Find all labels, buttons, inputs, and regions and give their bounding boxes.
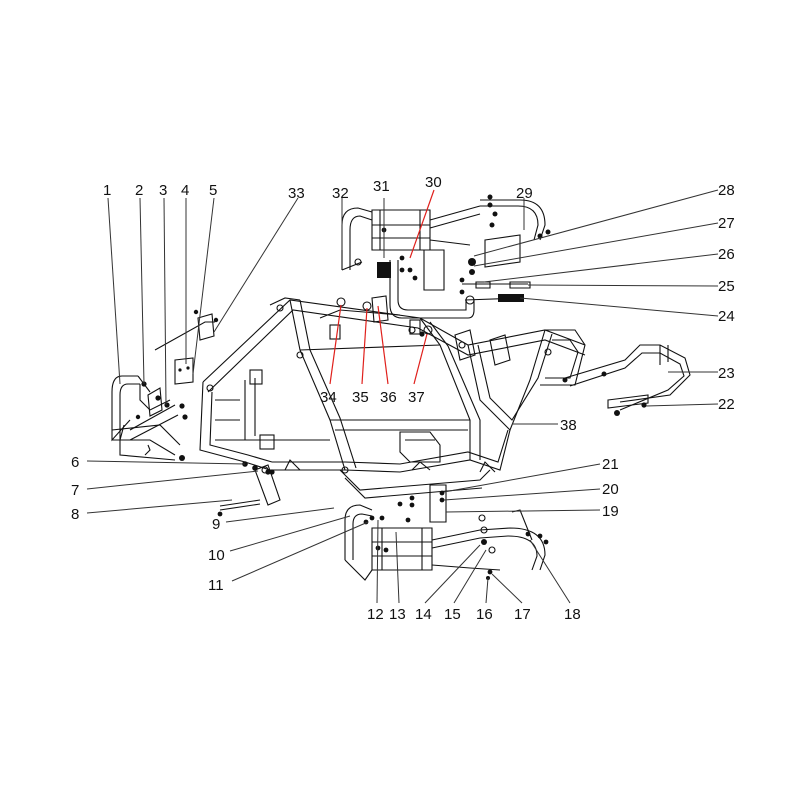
callout-18: 18 [564, 606, 581, 623]
callout-labels: 1 2 3 4 5 6 7 8 9 10 11 12 13 14 15 16 1… [71, 174, 735, 623]
callout-16: 16 [476, 606, 493, 623]
callout-7: 7 [71, 482, 79, 499]
callout-11: 11 [208, 577, 224, 594]
lower-left-parts [217, 461, 281, 517]
lower-footrest-assembly [344, 484, 549, 581]
callout-21: 21 [602, 456, 619, 473]
cable-hardware [462, 258, 531, 305]
callout-37: 37 [408, 389, 425, 406]
leader-lines [86, 189, 719, 604]
front-bumper-assembly [111, 309, 219, 461]
callout-23: 23 [718, 365, 735, 382]
callout-19: 19 [602, 503, 619, 520]
callout-1: 1 [103, 182, 111, 199]
callout-8: 8 [71, 506, 79, 523]
callout-34: 34 [320, 389, 337, 406]
callout-14: 14 [415, 606, 432, 623]
callout-9: 9 [212, 516, 220, 533]
callout-28: 28 [718, 182, 735, 199]
callout-5: 5 [209, 182, 217, 199]
callout-30: 30 [425, 174, 442, 191]
callout-2: 2 [135, 182, 143, 199]
callout-31: 31 [373, 178, 390, 195]
callout-27: 27 [718, 215, 735, 232]
callout-17: 17 [514, 606, 531, 623]
callout-24: 24 [718, 308, 735, 325]
callout-36: 36 [380, 389, 397, 406]
callout-10: 10 [208, 547, 225, 564]
callout-22: 22 [718, 396, 735, 413]
callout-20: 20 [602, 481, 619, 498]
callout-12: 12 [367, 606, 384, 623]
callout-29: 29 [516, 185, 533, 202]
callout-35: 35 [352, 389, 369, 406]
callout-25: 25 [718, 278, 735, 295]
callout-26: 26 [718, 246, 735, 263]
callout-4: 4 [181, 182, 189, 199]
callout-6: 6 [71, 454, 79, 471]
callout-13: 13 [389, 606, 406, 623]
callout-33: 33 [288, 185, 305, 202]
callout-38: 38 [560, 417, 577, 434]
rear-bumper-assembly [562, 344, 691, 416]
mount-hardware [336, 295, 433, 337]
callout-3: 3 [159, 182, 167, 199]
callout-32: 32 [332, 185, 349, 202]
callout-15: 15 [444, 606, 461, 623]
